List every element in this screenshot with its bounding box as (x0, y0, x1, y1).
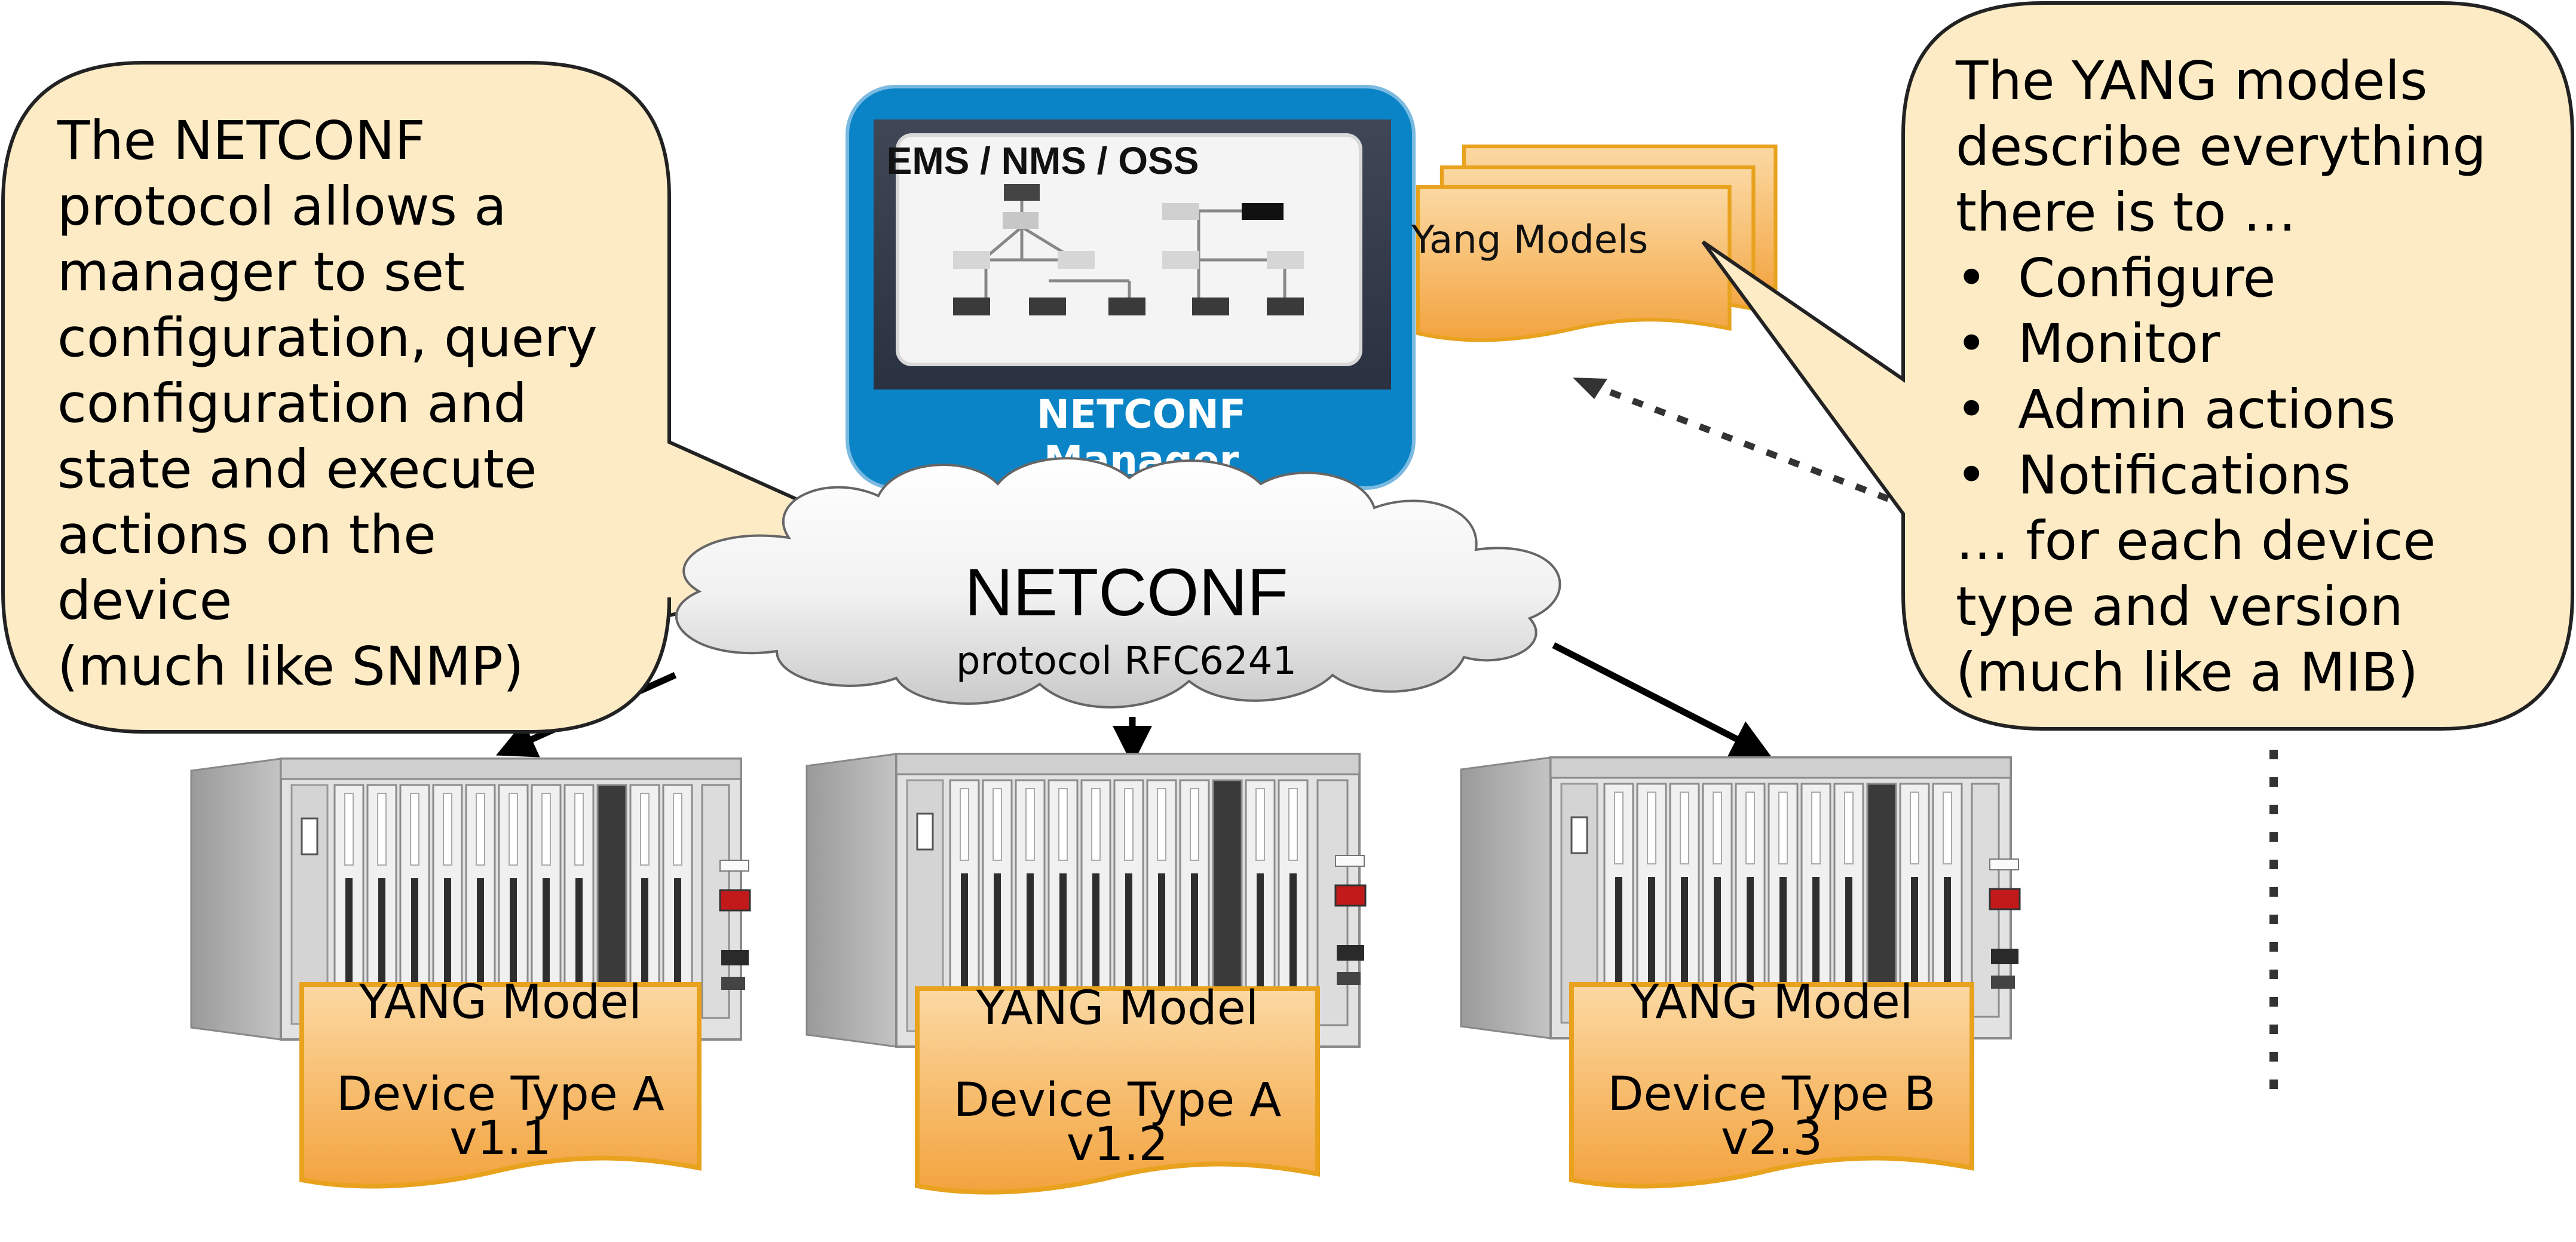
bullet-text: Monitor (2018, 312, 2220, 375)
yang-model-title: YANG Model (1630, 976, 1913, 1029)
bullet-glyph: • (1956, 247, 1987, 309)
manager-screen-title: EMS / NMS / OSS (887, 139, 1199, 182)
yang-model-title: YANG Model (359, 976, 642, 1029)
left-callout-line: actions on the (57, 504, 436, 566)
left-callout-line: (much like SNMP) (57, 635, 524, 697)
device-yang-doc-2 (915, 986, 1320, 1195)
right-callout-bullet: • Admin actions (1956, 376, 2486, 442)
bullet-text: Notifications (2018, 444, 2351, 506)
right-callout-outro-line: … for each device (1956, 510, 2436, 572)
right-callout-bullet: • Configure (1956, 245, 2486, 311)
device-type: Device Type A (336, 1068, 664, 1121)
device-version: v2.3 (1720, 1112, 1823, 1166)
right-callout-bubble (1701, 1, 2574, 731)
netconf-cloud: NETCONF protocol RFC6241 (675, 457, 1561, 709)
bullet-glyph: • (1956, 444, 1987, 506)
left-callout-line: configuration and (57, 372, 528, 434)
device-version: v1.2 (1066, 1118, 1169, 1172)
left-callout-line: protocol allows a (57, 175, 507, 237)
left-callout-line: configuration, query (57, 306, 598, 369)
device-1-yang-label: YANG Model Device Type A v1.1 (302, 974, 699, 1167)
right-callout-outro-line: (much like a MIB) (1956, 641, 2418, 703)
right-callout-intro-line: describe everything (1956, 115, 2486, 177)
left-callout-line: state and execute (57, 438, 537, 500)
device-version: v1.1 (449, 1112, 552, 1166)
right-callout-intro-line: The YANG models (1956, 50, 2428, 112)
bullet-glyph: • (1956, 378, 1987, 440)
bullet-text: Configure (2018, 247, 2276, 309)
arrow-to-device-3 (1552, 642, 1772, 758)
left-callout-line: device (57, 569, 232, 631)
device-type: Device Type B (1607, 1068, 1936, 1121)
cloud-subtitle: protocol RFC6241 (956, 639, 1297, 683)
right-callout-text: The YANG models describe everything ther… (1956, 48, 2486, 705)
left-callout-line: The NETCONF (57, 109, 425, 171)
yang-models-label: Yang Models (1411, 218, 1649, 262)
right-callout-bullet: • Monitor (1956, 311, 2486, 376)
device-2-yang-label: YANG Model Device Type A v1.2 (917, 980, 1318, 1173)
network-tree-nodes (953, 184, 1304, 315)
dotted-pointer-arrow (1573, 378, 1889, 502)
device-yang-doc-1 (299, 982, 702, 1189)
device-yang-doc-3 (1569, 982, 1974, 1189)
yang-models-stack: Yang Models (1411, 146, 1776, 340)
device-3-yang-label: YANG Model Device Type B v2.3 (1572, 974, 1972, 1167)
right-callout-bullet: • Notifications (1956, 442, 2486, 508)
manager-label-line1: NETCONF (1037, 391, 1246, 437)
cloud-title: NETCONF (964, 555, 1288, 630)
yang-model-title: YANG Model (976, 982, 1259, 1035)
netconf-manager: EMS / NMS / OSS NETCONF Manager (846, 85, 1416, 490)
right-callout-outro-line: type and version (1956, 575, 2403, 637)
bullet-glyph: • (1956, 312, 1987, 375)
bullet-text: Admin actions (2018, 378, 2396, 440)
left-callout-line: manager to set (57, 241, 465, 303)
device-type: Device Type A (953, 1074, 1282, 1127)
right-callout-intro-line: there is to … (1956, 181, 2296, 243)
left-callout-text: The NETCONF protocol allows a manager to… (57, 108, 598, 699)
